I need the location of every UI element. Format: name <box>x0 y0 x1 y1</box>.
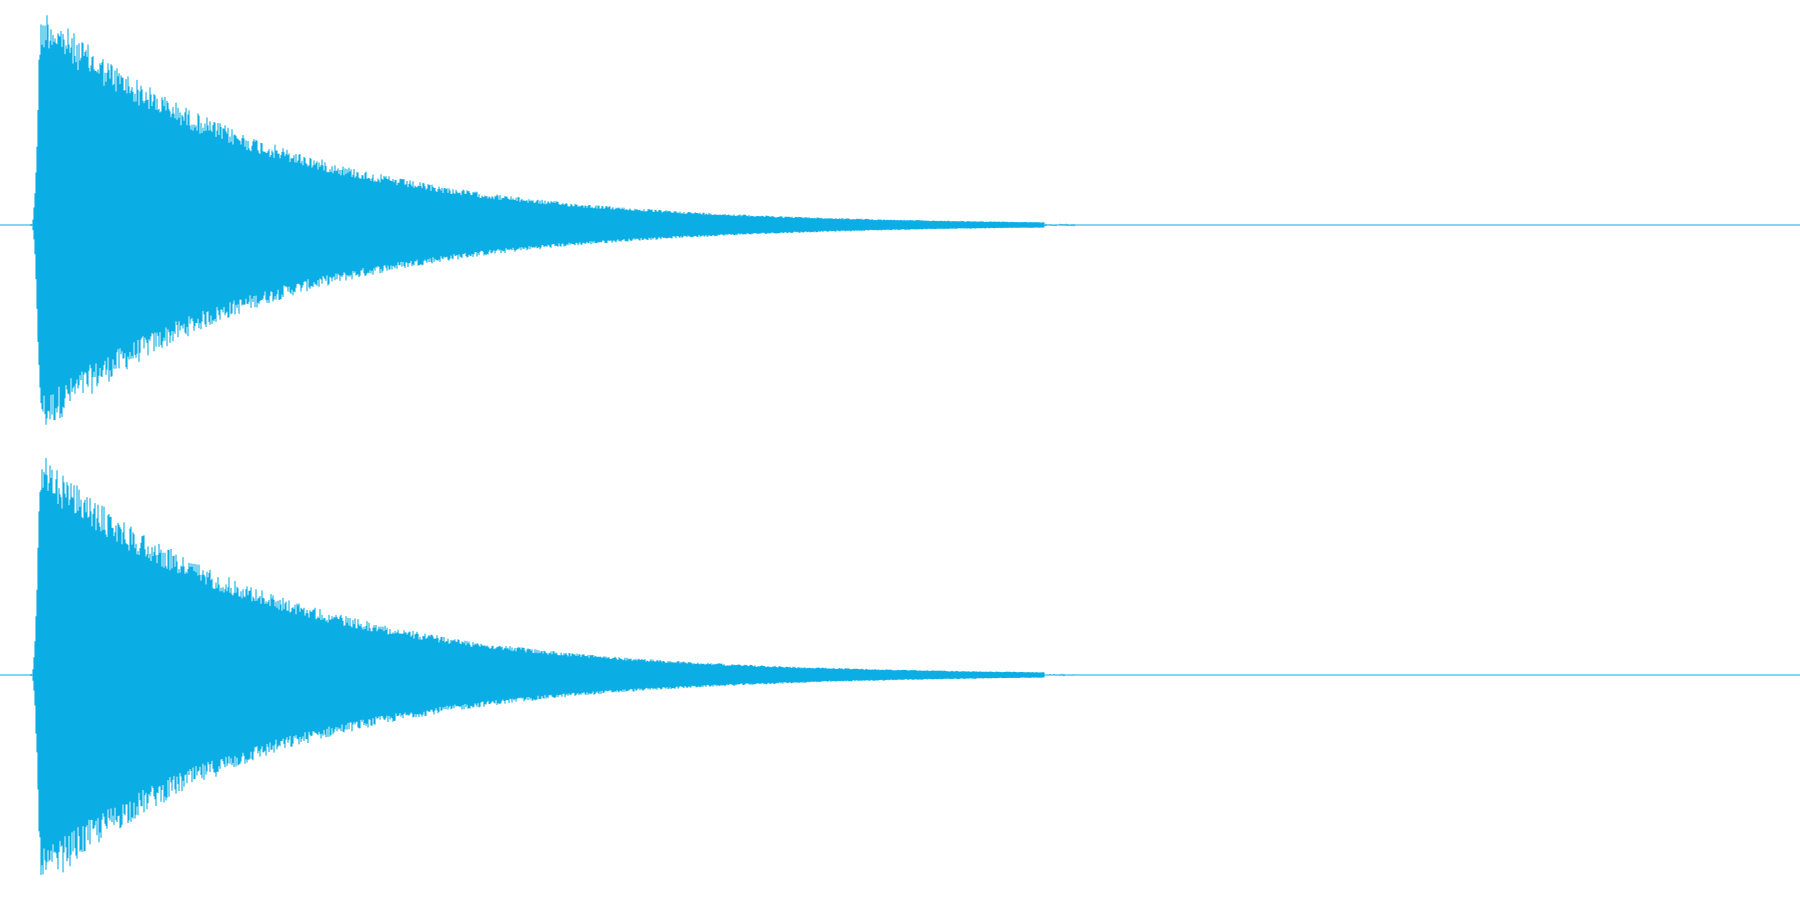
channel-right-wave <box>30 458 1075 876</box>
channel-left-waveform[interactable] <box>0 15 1800 425</box>
channel-left-wave <box>30 15 1075 425</box>
channel-right-waveform[interactable] <box>0 458 1800 876</box>
